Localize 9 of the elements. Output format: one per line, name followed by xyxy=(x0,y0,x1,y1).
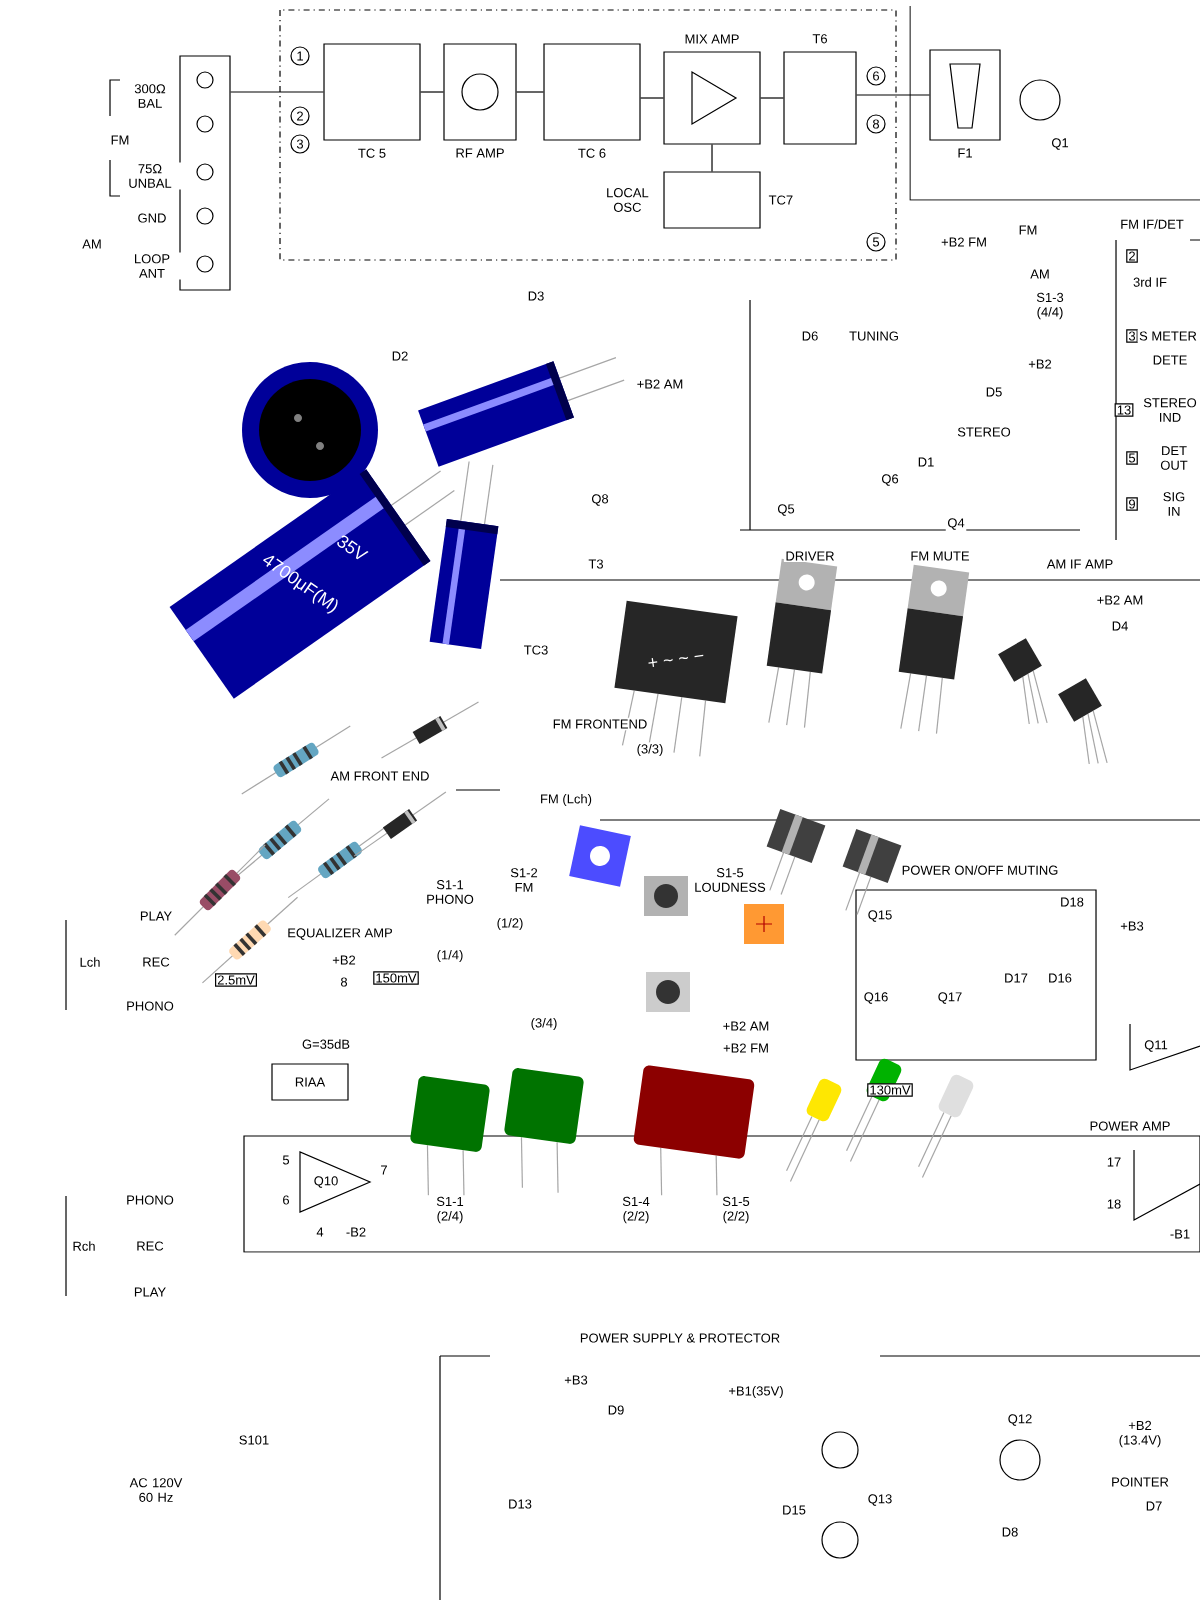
wire xyxy=(230,91,324,93)
wire xyxy=(711,144,713,172)
wire xyxy=(856,94,930,96)
wire xyxy=(640,97,664,99)
wire xyxy=(420,91,444,93)
rectifier-marking: + ~ ~ − xyxy=(648,654,704,667)
capacitor-marking: 35V xyxy=(337,535,369,560)
wire xyxy=(760,97,784,99)
wire xyxy=(516,91,544,93)
